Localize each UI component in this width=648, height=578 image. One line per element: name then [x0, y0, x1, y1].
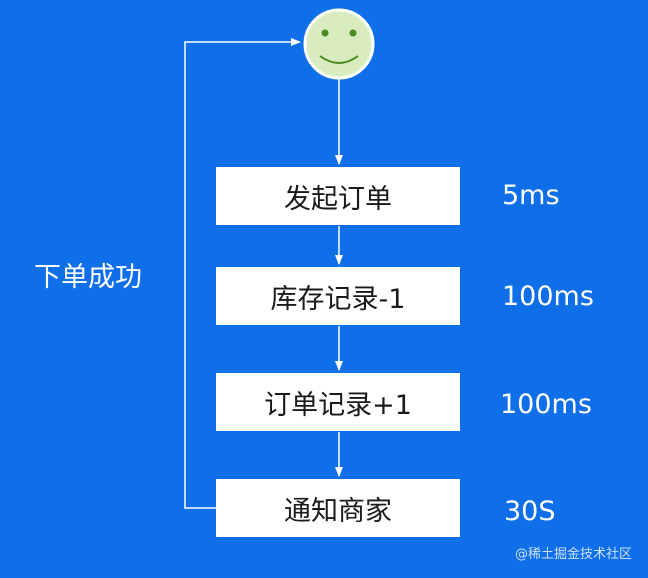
step-label-1: 发起订单 [284, 183, 392, 215]
step-box-2: 库存记录-1 [216, 267, 460, 325]
step-timing-2: 100ms [502, 281, 594, 312]
step-label-2: 库存记录-1 [270, 283, 406, 315]
watermark: @稀土掘金技术社区 [514, 547, 632, 562]
step-label-3: 订单记录+1 [264, 389, 412, 421]
arrow-loop-back [184, 38, 301, 509]
loop-label: 下单成功 [34, 262, 142, 293]
step-box-1: 发起订单 [216, 167, 460, 225]
step-box-4: 通知商家 [216, 479, 460, 537]
step-timing-3: 100ms [500, 389, 592, 420]
step-timing-1: 5ms [502, 180, 560, 211]
step-box-3: 订单记录+1 [216, 373, 460, 431]
smiley-face-icon [303, 8, 375, 80]
step-label-4: 通知商家 [284, 495, 392, 527]
step-timing-4: 30S [504, 496, 556, 527]
